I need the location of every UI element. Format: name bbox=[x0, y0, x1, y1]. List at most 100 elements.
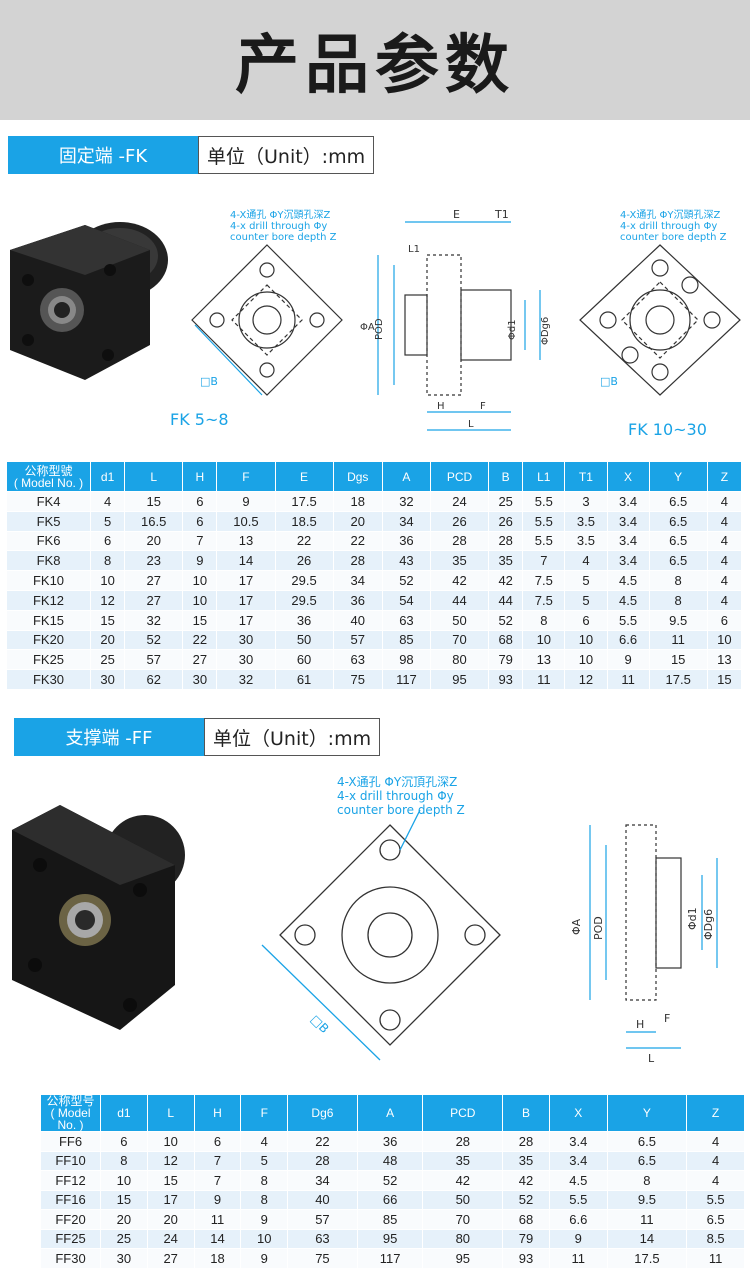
ff-dim-d1: Φd1 bbox=[686, 907, 699, 930]
value-cell: 34 bbox=[381, 510, 431, 532]
value-cell: 57 bbox=[124, 649, 184, 671]
ff-dim-f: F bbox=[664, 1012, 670, 1025]
value-cell: 22 bbox=[332, 530, 383, 552]
value-cell: 6 bbox=[182, 491, 218, 512]
value-cell: 6 bbox=[193, 1131, 242, 1152]
value-cell: 4 bbox=[706, 491, 743, 512]
value-cell: 75 bbox=[332, 669, 383, 690]
title-banner: 产品参数 bbox=[0, 0, 750, 120]
value-cell: 4 bbox=[706, 550, 743, 572]
value-cell: 52 bbox=[356, 1170, 424, 1191]
fk-dim-f: F bbox=[480, 401, 486, 412]
value-cell: 61 bbox=[274, 669, 334, 690]
fk-col-header: E bbox=[274, 461, 334, 492]
fk-section-header: 固定端 -FK 单位（Unit）:mm bbox=[8, 136, 375, 174]
value-cell: 29.5 bbox=[274, 589, 334, 611]
value-cell: 27 bbox=[146, 1248, 195, 1269]
ff-col-header: PCD bbox=[422, 1094, 504, 1132]
value-cell: 28 bbox=[429, 530, 490, 552]
value-cell: 52 bbox=[381, 570, 431, 591]
value-cell: 17.5 bbox=[648, 669, 708, 690]
value-cell: 36 bbox=[332, 589, 383, 611]
value-cell: 28 bbox=[422, 1131, 504, 1152]
fk-col-header: H bbox=[182, 461, 218, 492]
value-cell: 42 bbox=[429, 570, 490, 591]
value-cell: 18 bbox=[193, 1248, 242, 1269]
value-cell: 4 bbox=[686, 1170, 745, 1191]
ff-col-header: Z bbox=[686, 1094, 745, 1132]
fk-side-view bbox=[377, 221, 541, 431]
ff-dim-h: H bbox=[636, 1018, 644, 1031]
fk-dim-b-large: □B bbox=[600, 375, 618, 388]
value-cell: 4 bbox=[686, 1150, 745, 1171]
value-cell: 5.5 bbox=[548, 1189, 608, 1210]
ff-dim-a: ΦA bbox=[570, 918, 583, 935]
value-cell: 52 bbox=[488, 609, 524, 631]
value-cell: 5.5 bbox=[522, 510, 566, 532]
value-cell: 12 bbox=[146, 1150, 195, 1171]
page-title: 产品参数 bbox=[235, 29, 515, 103]
value-cell: 4 bbox=[706, 510, 743, 532]
value-cell: 35 bbox=[422, 1150, 504, 1171]
value-cell: 6.5 bbox=[648, 530, 708, 552]
value-cell: 24 bbox=[146, 1228, 195, 1249]
value-cell: 15 bbox=[706, 669, 743, 690]
value-cell: 10 bbox=[706, 629, 743, 651]
value-cell: 3 bbox=[564, 491, 608, 512]
value-cell: 117 bbox=[381, 669, 431, 690]
value-cell: 17 bbox=[216, 570, 276, 591]
value-cell: 40 bbox=[332, 609, 383, 631]
value-cell: 9 bbox=[240, 1248, 289, 1269]
value-cell: 32 bbox=[381, 491, 431, 512]
value-cell: 63 bbox=[381, 609, 431, 631]
value-cell: 10 bbox=[182, 589, 218, 611]
value-cell: 7.5 bbox=[522, 570, 566, 591]
value-cell: 3.4 bbox=[606, 491, 650, 512]
value-cell: 43 bbox=[381, 550, 431, 572]
fk-product-photo bbox=[10, 222, 168, 380]
fk-col-header: L bbox=[124, 461, 184, 492]
fk-col-header: T1 bbox=[564, 461, 608, 492]
value-cell: 11 bbox=[522, 669, 566, 690]
value-cell: 4 bbox=[89, 491, 126, 512]
value-cell: 3.5 bbox=[564, 530, 608, 552]
value-cell: 10 bbox=[89, 570, 126, 591]
value-cell: 11 bbox=[648, 629, 708, 651]
value-cell: 27 bbox=[124, 589, 184, 611]
fk-diagram: 4-X通孔 ΦY沉頭孔深Z 4-x drill through Φy count… bbox=[10, 208, 741, 439]
ff-model-col-header: 公称型号( Model No. ) bbox=[40, 1094, 101, 1132]
value-cell: 6.5 bbox=[606, 1150, 688, 1171]
value-cell: 3.4 bbox=[606, 530, 650, 552]
value-cell: 57 bbox=[332, 629, 383, 651]
value-cell: 10 bbox=[564, 649, 608, 671]
value-cell: 3.4 bbox=[548, 1131, 608, 1152]
value-cell: 6 bbox=[100, 1131, 148, 1152]
value-cell: 98 bbox=[381, 649, 431, 671]
value-cell: 7.5 bbox=[522, 589, 566, 611]
value-cell: 29.5 bbox=[274, 570, 334, 591]
fk-front-view-small bbox=[191, 244, 343, 396]
value-cell: 17 bbox=[216, 609, 276, 631]
model-cell: FF30 bbox=[40, 1248, 101, 1269]
fk-col-header: F bbox=[216, 461, 276, 492]
value-cell: 10.5 bbox=[216, 510, 276, 532]
value-cell: 14 bbox=[193, 1228, 242, 1249]
value-cell: 13 bbox=[522, 649, 566, 671]
model-cell: FK5 bbox=[6, 510, 91, 532]
model-cell: FF6 bbox=[40, 1131, 101, 1152]
value-cell: 30 bbox=[100, 1248, 148, 1269]
value-cell: 6.6 bbox=[606, 629, 650, 651]
fk-col-header: B bbox=[488, 461, 524, 492]
value-cell: 80 bbox=[429, 649, 490, 671]
value-cell: 10 bbox=[240, 1228, 289, 1249]
value-cell: 13 bbox=[706, 649, 743, 671]
ff-dim-dg6: ΦDg6 bbox=[702, 909, 715, 940]
value-cell: 15 bbox=[124, 491, 184, 512]
fk-col-header: Z bbox=[706, 461, 743, 492]
